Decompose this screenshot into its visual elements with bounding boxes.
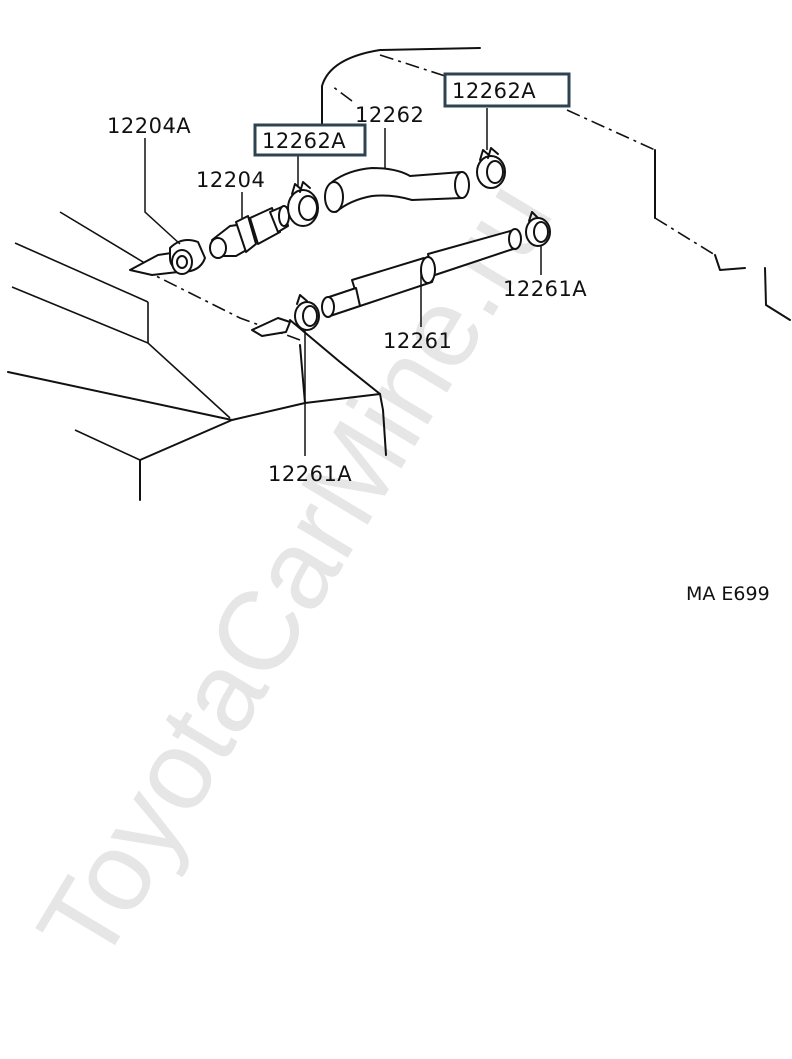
hose-clamp-upper-right	[476, 147, 506, 189]
cylinder-head-cover	[321, 47, 791, 321]
callout-upper-hose[interactable]: 12262	[355, 103, 424, 127]
callout-pcv-valve[interactable]: 12204	[196, 168, 265, 192]
lower-hose	[321, 228, 522, 318]
diagram-code: MA E699	[686, 583, 770, 605]
hose-clamp-lower-left	[251, 294, 320, 337]
callout-lower-hose[interactable]: 12261	[383, 329, 452, 353]
upper-hose	[324, 167, 470, 213]
callout-hose-clamp-upper-left[interactable]: 12262A	[262, 129, 346, 153]
callout-hose-clamp-upper-right[interactable]: 12262A	[452, 79, 536, 103]
leader-lines	[144, 108, 542, 456]
highlight-box-right	[443, 72, 571, 108]
engine-head-outline	[7, 211, 387, 501]
highlight-box-left	[253, 123, 367, 157]
pcv-valve	[209, 205, 290, 259]
callout-pcv-grommet[interactable]: 12204A	[107, 114, 191, 138]
callout-hose-clamp-lower-left[interactable]: 12261A	[268, 462, 352, 486]
hose-clamp-lower-right	[525, 211, 551, 247]
callout-hose-clamp-lower-right[interactable]: 12261A	[503, 277, 587, 301]
pcv-grommet	[129, 239, 206, 276]
watermark: ToyotaCarMine.ru	[13, 160, 575, 982]
hose-clamp-upper-left	[287, 181, 319, 227]
